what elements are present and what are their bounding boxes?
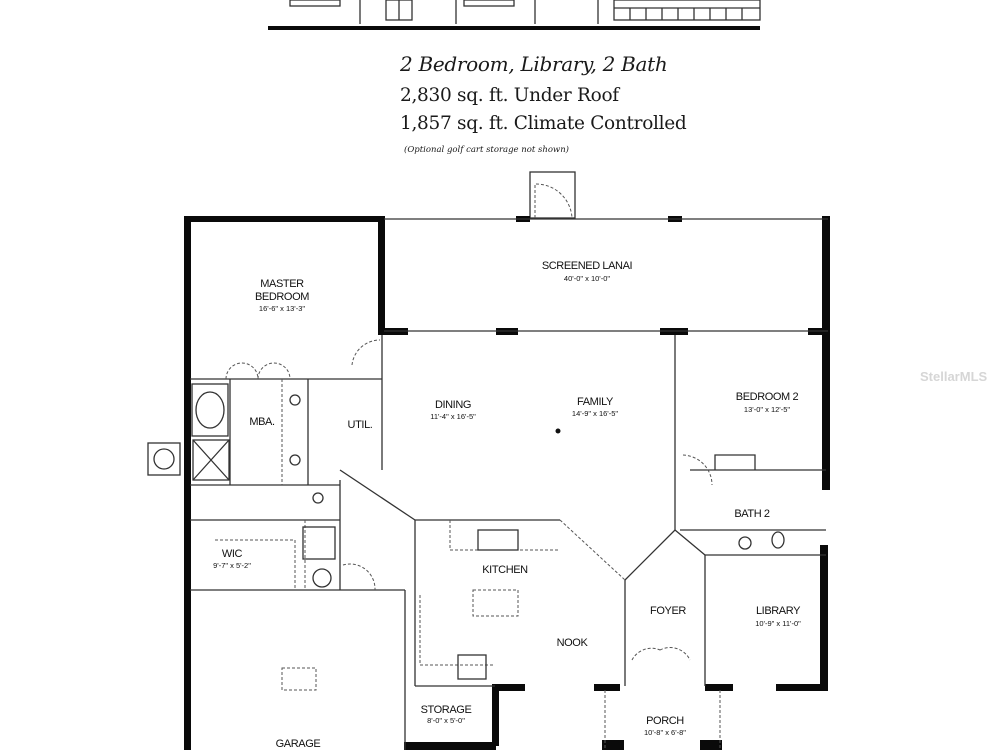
- sink-icon: [289, 454, 301, 466]
- dining-size: 11'-4" x 16'-5": [430, 412, 476, 421]
- wic-size: 9'-7" x 5'-2": [213, 561, 251, 570]
- shower: [192, 439, 230, 481]
- foyer-label: FOYER: [650, 605, 686, 617]
- elevation-drawing: [268, 0, 761, 30]
- watermark: StellarMLS: [920, 369, 988, 384]
- kitchen-label: KITCHEN: [482, 564, 528, 576]
- library-label: LIBRARY: [756, 605, 801, 617]
- bedroom-2-label: BEDROOM 2: [736, 391, 799, 403]
- toilet-icon: [312, 492, 324, 504]
- master-bedroom-label-2: BEDROOM: [255, 291, 309, 303]
- dining-label: DINING: [435, 399, 471, 411]
- screened-lanai-size: 40'-0" x 10'-0": [564, 274, 610, 283]
- bathtub: [191, 383, 229, 437]
- storage-size: 8'-0" x 5'-0": [427, 716, 465, 725]
- bedroom-2-size: 13'-0" x 12'-5": [744, 405, 790, 414]
- plan-title: 2 Bedroom, Library, 2 Bath: [400, 52, 668, 76]
- water-heater: [302, 526, 336, 560]
- ceiling-fan-icon: [555, 428, 561, 434]
- range-icon: [457, 654, 487, 680]
- master-bedroom-size: 16'-6" x 13'-3": [259, 304, 305, 313]
- master-bedroom-label: MASTER: [260, 278, 304, 290]
- sink-icon: [289, 394, 301, 406]
- kitchen-sink-icon: [477, 529, 519, 551]
- door-swings: [225, 339, 713, 661]
- family-size: 14'-9" x 16'-5": [572, 409, 618, 418]
- toilet-icon: [771, 531, 785, 549]
- family-label: FAMILY: [577, 396, 614, 408]
- climate-controlled-area: 1,857 sq. ft. Climate Controlled: [400, 113, 687, 134]
- ac-unit-icon: [147, 442, 181, 476]
- wic-label: WIC: [222, 548, 243, 560]
- screened-lanai-label: SCREENED LANAI: [542, 260, 633, 272]
- interior-walls: [190, 218, 828, 750]
- garage-label: GARAGE: [276, 738, 321, 750]
- under-roof-area: 2,830 sq. ft. Under Roof: [400, 85, 619, 106]
- mba-label: MBA.: [249, 416, 275, 428]
- kitchen-island: [472, 589, 519, 617]
- sink-icon: [738, 536, 752, 550]
- util-label: UTIL.: [348, 419, 373, 431]
- lanai-door: [529, 171, 576, 219]
- porch-label: PORCH: [646, 715, 684, 727]
- library-size: 10'-9" x 11'-0": [755, 619, 801, 628]
- fixtures: [147, 383, 785, 680]
- bath-2-label: BATH 2: [734, 508, 770, 520]
- plan-note: (Optional golf cart storage not shown): [404, 145, 570, 155]
- porch-size: 10'-8" x 6'-8": [644, 728, 686, 737]
- storage-label: STORAGE: [421, 704, 472, 716]
- nook-label: NOOK: [557, 637, 589, 649]
